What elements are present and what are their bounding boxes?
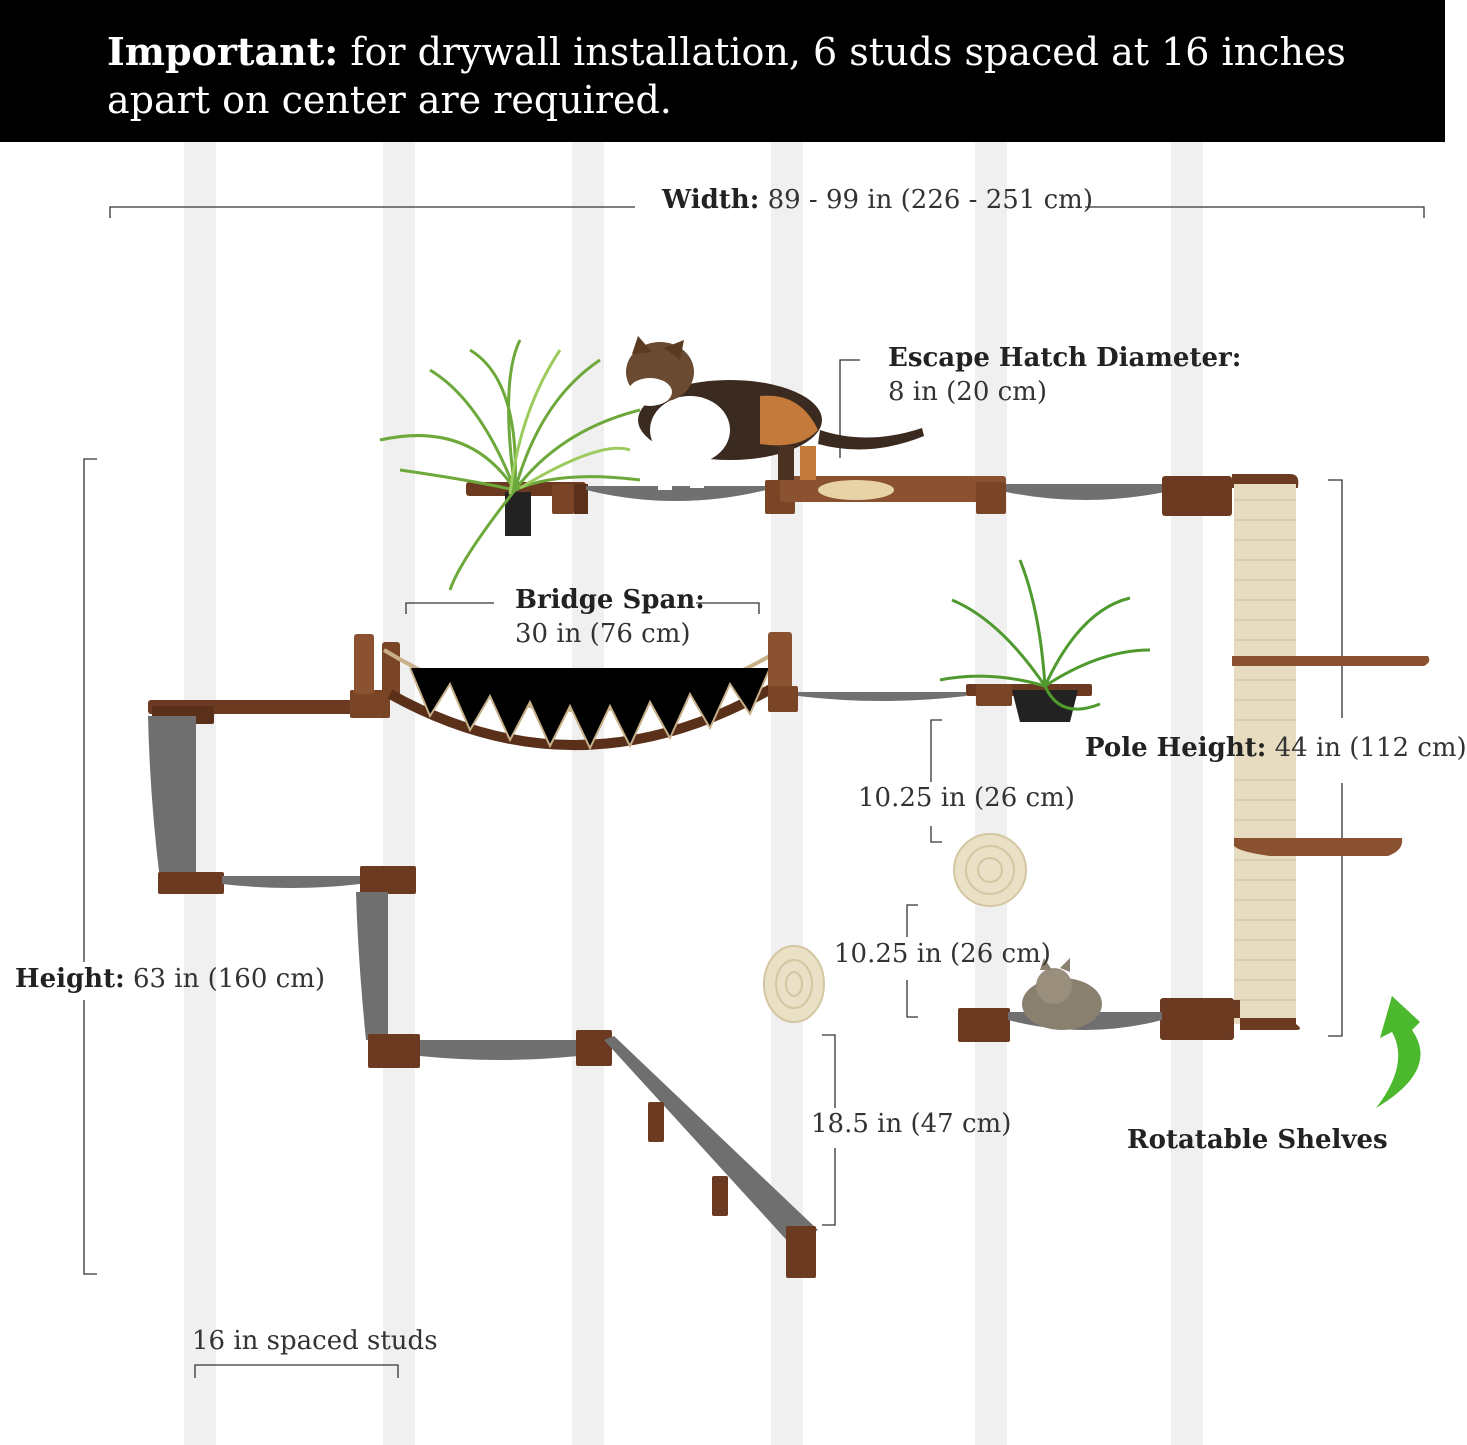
bridge-deck [387,681,779,751]
sisal-pad-upper [953,833,1027,907]
stud-6 [1171,142,1203,1445]
rotate-arrow-icon [1376,996,1421,1108]
top-shelf-run [466,474,1299,536]
escape-hatch [818,480,894,500]
bridge-net [409,667,771,751]
top-hammock-2 [1006,484,1165,500]
bridge-level [148,632,1092,751]
bracket [576,1030,612,1066]
ramp-drop-label: 18.5 in (47 cm) [811,1109,1012,1139]
stud-2 [383,142,415,1445]
banner-body: for drywall installation, 6 studs spaced… [107,30,1346,122]
escape-hatch-value: 8 in (20 cm) [888,377,1047,407]
sisal-pad-lower [763,945,825,1023]
bridge-post-right [768,632,792,692]
top-banner: Important: for drywall installation, 6 s… [0,0,1445,142]
sisal-pads [763,833,1027,1023]
top-hammock-1 [586,486,766,501]
pole-dimension-line [1328,479,1343,1037]
ramp-step [712,1176,728,1216]
escape-hatch-label: Escape Hatch Diameter: [888,343,1242,373]
vertical-hammock-2 [356,892,388,1040]
bracket [574,484,588,514]
lower-hammock [420,1040,578,1060]
rotatable-shelf-lower [1234,838,1403,856]
width-label: Width: 89 - 99 in (226 - 251 cm) [662,185,1093,215]
bracket [368,1034,420,1068]
ramp-end-bracket [786,1226,816,1278]
gap-upper-dimension-line [930,719,942,843]
gap-lower-label: 10.25 in (26 cm) [834,939,1051,969]
ramp-dimension-line [822,1034,836,1226]
sisal-pole [1160,484,1430,1040]
plant-icon [939,559,1151,711]
height-dimension-line [83,458,97,1275]
bracket [360,866,416,894]
gap-upper-label: 10.25 in (26 cm) [858,783,1075,813]
pole-top-shelf [1162,476,1232,516]
gap-lower-dimension-line [906,904,918,1018]
left-zigzag [148,716,818,1278]
ramp-hammock [604,1036,818,1246]
bracket [350,690,390,718]
cat-icon [626,336,924,490]
bracket [768,686,798,712]
lower-right-hammock [958,958,1162,1042]
bracket [158,872,224,894]
hatch-dimension-line [839,359,860,458]
width-dimension-line [109,206,1425,218]
ramp-step [648,1102,664,1142]
planter-box-2 [1012,690,1078,722]
vertical-hammock-1 [148,716,196,880]
height-label: Height: 63 in (160 cm) [15,964,326,994]
pole-height-label: Pole Height: 44 in (112 cm) [1085,733,1467,763]
bridge-dimension-line [405,602,760,614]
stud-spacing-label: 16 in spaced studs [192,1326,438,1356]
bridge-span-value: 30 in (76 cm) [515,619,691,649]
cat-icon [1022,958,1102,1030]
bracket [976,684,1012,706]
plant-icon [379,339,641,591]
banner-bold: Important: [107,29,339,74]
bracket [976,482,1006,514]
bracket [958,1008,1010,1042]
bracket [552,484,574,514]
bridge-span-label: Bridge Span: [515,585,705,615]
banner-text: Important: for drywall installation, 6 s… [107,28,1407,124]
stud-5 [975,142,1007,1445]
stud-spacing-dimension-line [194,1364,399,1378]
bridge-post-left [354,634,374,694]
short-hammock [222,876,360,888]
rotatable-shelves-label: Rotatable Shelves [1127,1125,1388,1155]
sisal-texture [1234,499,1296,1001]
pole-base-shelf [1160,1000,1300,1030]
rotatable-shelf-upper [1232,656,1430,666]
mid-hammock [798,692,966,701]
dimension-lines [83,206,1425,1378]
